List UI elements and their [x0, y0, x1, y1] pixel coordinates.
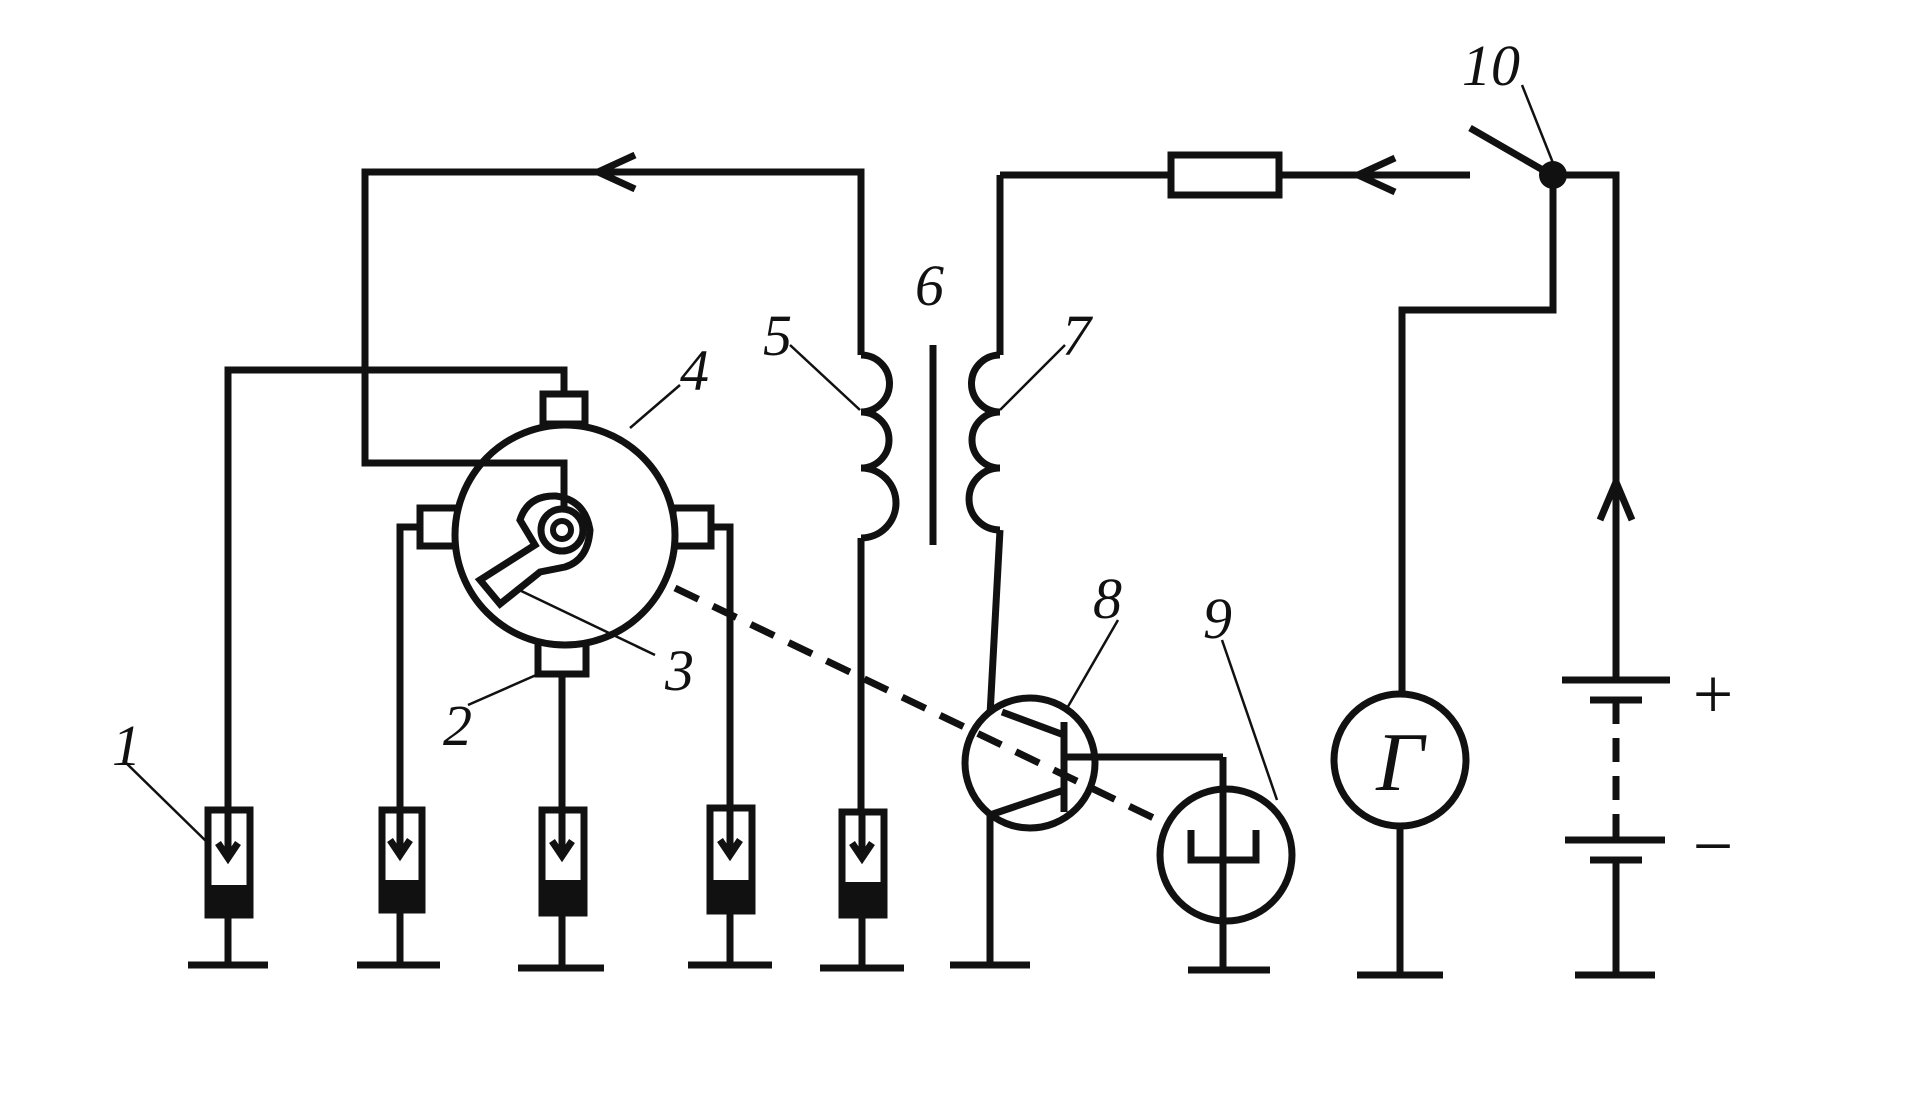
current-arrow-battery: [1596, 472, 1636, 522]
label-2: 2: [443, 693, 472, 758]
label-7: 7: [1062, 303, 1093, 368]
label-1: 1: [112, 713, 141, 778]
label-8: 8: [1093, 566, 1122, 631]
secondary-winding: [860, 351, 900, 542]
sensor: [1156, 757, 1296, 974]
battery-minus-sign: −: [1693, 806, 1734, 886]
resistor: [1167, 151, 1283, 199]
generator: Г: [1330, 690, 1470, 979]
label-10: 10: [1462, 33, 1520, 98]
ignition-switch: [1468, 124, 1550, 177]
spark-plug-3: [518, 806, 604, 972]
component-labels: 1 2 3 4 5 6 7 8 9 10: [112, 33, 1520, 778]
distributor: [416, 390, 715, 678]
spark-plug-2: [357, 806, 440, 969]
spark-plug-1: [188, 806, 268, 969]
distributor-terminal-right: [669, 504, 715, 550]
current-arrow-resistor: [1349, 154, 1397, 196]
spark-plugs: [188, 804, 904, 972]
battery: + −: [1562, 654, 1734, 979]
rotor-hub-inner: [550, 518, 574, 542]
rotor: [474, 492, 594, 609]
leader-lines: [122, 84, 1555, 846]
transistor: [950, 694, 1223, 969]
distributor-terminal-top: [539, 390, 589, 428]
primary-wiring: [1000, 124, 1636, 695]
current-arrow-top: [589, 151, 637, 193]
label-9: 9: [1203, 586, 1232, 651]
spark-plug-5: [820, 808, 904, 972]
label-5: 5: [763, 303, 792, 368]
primary-winding: [965, 351, 1001, 534]
ignition-coil: [857, 175, 1004, 812]
label-3: 3: [664, 638, 694, 703]
battery-plus-sign: +: [1693, 654, 1734, 734]
label-6: 6: [915, 253, 944, 318]
label-4: 4: [680, 338, 709, 403]
distributor-wiring: [224, 168, 865, 810]
mechanical-link: [673, 584, 1164, 826]
generator-symbol: Г: [1375, 716, 1427, 809]
spark-plug-4: [688, 804, 772, 969]
